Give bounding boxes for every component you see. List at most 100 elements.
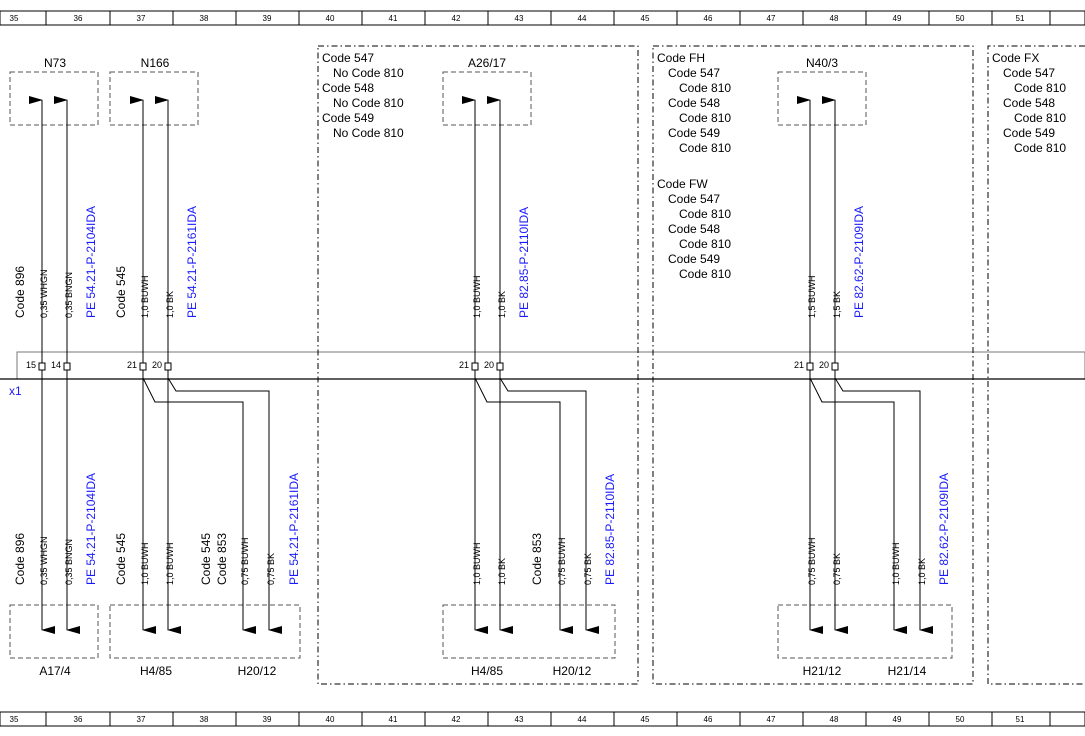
code-label: Code 545 <box>114 266 128 318</box>
ruler-bottom-num: 40 <box>326 715 335 724</box>
pin-number: 20 <box>819 360 829 370</box>
ruler-bottom-num: 45 <box>641 715 650 724</box>
ruler-top-num: 40 <box>326 14 335 23</box>
wire-label: 1,0 BUWH <box>140 275 150 318</box>
pin-numbers: 15 14 21 20 21 20 21 20 <box>26 360 829 370</box>
component-box-s3-bottom <box>777 604 953 659</box>
pin-number: 14 <box>51 360 61 370</box>
ruler-top-num: 35 <box>10 14 19 23</box>
pin-number: 20 <box>484 360 494 370</box>
svg-text:Code 548: Code 548 <box>1003 96 1055 110</box>
ruler-bottom-num: 38 <box>200 715 209 724</box>
ruler-bottom-num: 42 <box>452 715 461 724</box>
component-label-h4-85: H4/85 <box>140 664 172 678</box>
wires <box>29 96 933 634</box>
reference-link[interactable]: PE 54.21-P-2104IDA <box>84 206 98 318</box>
svg-text:Code 547: Code 547 <box>668 66 720 80</box>
svg-text:Code 810: Code 810 <box>679 81 731 95</box>
component-box-n40-3 <box>777 71 867 126</box>
connector-label: x1 <box>9 384 22 398</box>
reference-link[interactable]: PE 54.21-P-2161IDA <box>287 473 301 585</box>
svg-text:Code 547: Code 547 <box>1003 66 1055 80</box>
svg-text:Code 549: Code 549 <box>668 126 720 140</box>
wire-label: 0,75 BUWH <box>807 537 817 585</box>
ruler-top-num: 41 <box>389 14 398 23</box>
svg-text:Code FX: Code FX <box>992 51 1039 65</box>
svg-text:Code 547: Code 547 <box>668 192 720 206</box>
wire-label: 1,0 BUWH <box>472 275 482 318</box>
section-frame-4 <box>987 45 1085 685</box>
wire-label: 0,35 WHGN <box>39 269 49 318</box>
component-label-n40-3: N40/3 <box>806 56 838 70</box>
ruler-top-num: 39 <box>263 14 272 23</box>
ruler-bottom-num: 44 <box>578 715 587 724</box>
wire-label: 1,0 BUWH <box>165 542 175 585</box>
pin-number: 20 <box>152 360 162 370</box>
ruler-top-num: 51 <box>1016 14 1025 23</box>
ruler-top-num: 47 <box>767 14 776 23</box>
reference-link[interactable]: PE 54.21-P-2161IDA <box>185 206 199 318</box>
ruler-bottom-num: 37 <box>137 715 146 724</box>
svg-text:Code 548: Code 548 <box>668 96 720 110</box>
ruler-bottom-num: 49 <box>893 715 902 724</box>
wire-label: 1,0 BK <box>917 558 927 585</box>
conditions-section-2: Code 547 No Code 810 Code 548 No Code 81… <box>322 51 404 140</box>
code-label: Code 545 <box>199 533 213 585</box>
component-label-n73: N73 <box>44 56 66 70</box>
wire-label: 0,75 BUWH <box>240 537 250 585</box>
component-label-h4-85: H4/85 <box>471 664 503 678</box>
component-box-a17-4 <box>9 604 99 659</box>
svg-text:Code 810: Code 810 <box>679 141 731 155</box>
reference-link[interactable]: PE 54.21-P-2104IDA <box>84 473 98 585</box>
section-frame-3 <box>652 45 974 685</box>
code-label: Code 896 <box>13 266 27 318</box>
ruler-bottom-num: 48 <box>830 715 839 724</box>
wire-label: 1,0 BK <box>165 291 175 318</box>
wire-label: 1,0 BK <box>497 291 507 318</box>
svg-text:Code 549: Code 549 <box>668 252 720 266</box>
pin-markers <box>38 362 839 371</box>
svg-text:Code 548: Code 548 <box>668 222 720 236</box>
ruler-top-num: 43 <box>515 14 524 23</box>
pin-number: 15 <box>26 360 36 370</box>
svg-text:Code 810: Code 810 <box>679 207 731 221</box>
svg-text:Code 547: Code 547 <box>322 51 374 65</box>
wire-label: 1,0 BUWH <box>891 542 901 585</box>
wire-label: 1,0 BUWH <box>140 542 150 585</box>
wire-label: 0,35 WHGN <box>39 536 49 585</box>
ruler-bottom-num: 35 <box>10 715 19 724</box>
reference-link[interactable]: PE 82.62-P-2109IDA <box>937 473 951 585</box>
svg-text:Code 810: Code 810 <box>1014 141 1066 155</box>
pin-number: 21 <box>794 360 804 370</box>
reference-link[interactable]: PE 82.62-P-2109IDA <box>852 206 866 318</box>
svg-text:Code FW: Code FW <box>657 177 708 191</box>
component-box-h4-85-h20-12 <box>109 604 301 659</box>
component-label-a17-4: A17/4 <box>39 664 71 678</box>
ruler-bottom-num: 39 <box>263 715 272 724</box>
wire-label: 0,35 BNGN <box>64 539 74 585</box>
ruler-bottom-num: 47 <box>767 715 776 724</box>
ruler-bottom-num: 41 <box>389 715 398 724</box>
reference-link[interactable]: PE 82.85-P-2110IDA <box>603 474 617 585</box>
ruler-bottom-num: 43 <box>515 715 524 724</box>
component-box-n73 <box>9 71 99 126</box>
component-label-h20-12: H20/12 <box>238 664 277 678</box>
ruler-top-num: 46 <box>704 14 713 23</box>
svg-text:No Code 810: No Code 810 <box>333 66 404 80</box>
reference-link[interactable]: PE 82.85-P-2110IDA <box>517 207 531 318</box>
ruler-top-num: 48 <box>830 14 839 23</box>
component-label-h21-12: H21/12 <box>803 664 842 678</box>
code-label: Code 853 <box>530 533 544 585</box>
ruler-top: 35 36 37 38 39 40 41 42 43 44 45 46 47 4… <box>0 10 1085 26</box>
code-label: Code 545 <box>114 533 128 585</box>
component-label-h20-12: H20/12 <box>553 664 592 678</box>
wire-label: 0,75 BK <box>266 553 276 585</box>
connector-x1: x1 <box>0 351 1085 398</box>
component-label-a26-17: A26/17 <box>468 56 506 70</box>
ruler-top-num: 49 <box>893 14 902 23</box>
svg-text:Code 810: Code 810 <box>1014 81 1066 95</box>
wire-label: 1,0 BK <box>497 558 507 585</box>
wire-label: 0,35 BNGN <box>64 272 74 318</box>
wire-label: 0,75 BUWH <box>557 537 567 585</box>
